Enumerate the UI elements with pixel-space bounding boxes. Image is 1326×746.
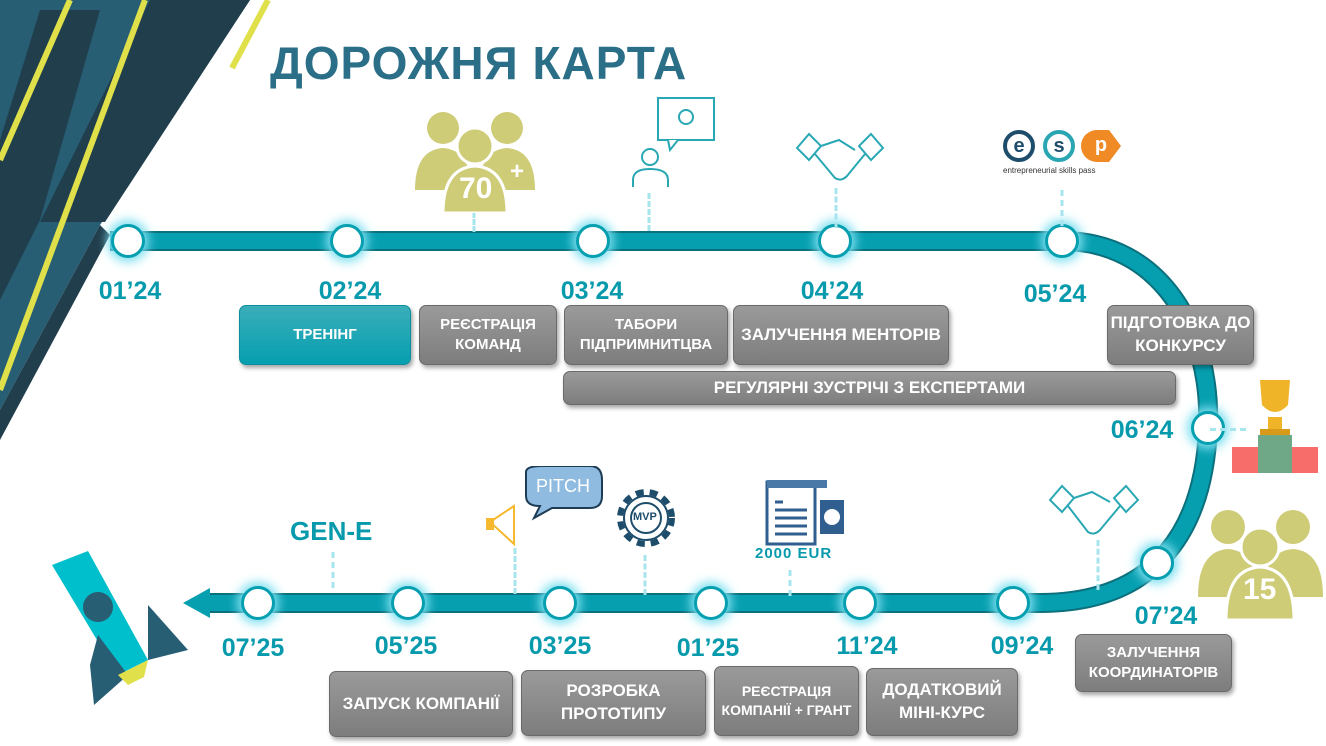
handshake-icon bbox=[1048, 484, 1140, 535]
date-label: 06’24 bbox=[1110, 416, 1174, 444]
connector bbox=[472, 212, 476, 232]
node-11-24 bbox=[843, 586, 877, 620]
connector bbox=[1096, 540, 1100, 590]
connector bbox=[647, 193, 651, 231]
connector bbox=[788, 570, 792, 596]
milestone-training: ТРЕНІНГ bbox=[239, 305, 411, 365]
milestone-camps: ТАБОРИ ПІДПРИМНИТЦВА bbox=[564, 305, 728, 365]
people-count: 15 bbox=[1243, 573, 1277, 606]
connector bbox=[1210, 428, 1246, 431]
connector bbox=[834, 188, 838, 228]
pitch-megaphone-icon: PITCH bbox=[486, 465, 604, 550]
people-15-icon: 15 bbox=[1198, 505, 1323, 622]
milestone-launch: ЗАПУСК КОМПАНІЇ bbox=[329, 671, 513, 737]
date-label: 03’25 bbox=[528, 632, 592, 660]
people-count: 70 bbox=[459, 172, 493, 205]
rocket-icon bbox=[52, 551, 188, 705]
node-01-24 bbox=[111, 224, 145, 258]
milestone-experts: РЕГУЛЯРНІ ЗУСТРІЧІ З ЕКСПЕРТАМИ bbox=[563, 371, 1176, 405]
node-02-24 bbox=[330, 224, 364, 258]
milestone-contest-prep: ПІДГОТОВКА ДО КОНКУРСУ bbox=[1107, 305, 1254, 365]
connector bbox=[331, 552, 335, 588]
date-label: 07’24 bbox=[1134, 602, 1198, 630]
date-label: 07’25 bbox=[221, 634, 285, 662]
node-09-24 bbox=[996, 586, 1030, 620]
handshake-icon bbox=[795, 132, 885, 181]
milestone-mentors: ЗАЛУЧЕННЯ МЕНТОРІВ bbox=[733, 305, 949, 365]
grant-amount: 2000 EUR bbox=[755, 545, 833, 562]
page-title: ДОРОЖНЯ КАРТА bbox=[270, 37, 688, 89]
date-label: 02’24 bbox=[318, 277, 382, 305]
date-label: 11’24 bbox=[836, 632, 898, 660]
date-label: 01’25 bbox=[676, 634, 740, 662]
node-04-24 bbox=[818, 224, 852, 258]
node-07-24 bbox=[1140, 546, 1174, 580]
date-label: 05’24 bbox=[1023, 280, 1087, 308]
esp-logo: e s p entrepreneurial skills pass bbox=[1003, 130, 1128, 180]
node-07-25 bbox=[241, 586, 275, 620]
grant-document-icon bbox=[765, 480, 844, 546]
plus-sign: + bbox=[510, 158, 525, 185]
date-label: 09’24 bbox=[990, 632, 1054, 660]
arrow-head bbox=[183, 588, 210, 618]
mvp-gear-icon: MVP bbox=[610, 480, 682, 556]
milestone-team-registration: РЕЄСТРАЦІЯ КОМАНД bbox=[419, 305, 557, 365]
date-label: 03’24 bbox=[560, 277, 624, 305]
date-label: 01’24 bbox=[98, 277, 162, 305]
people-70-icon: 70 + bbox=[415, 108, 535, 215]
milestone-minicourse: ДОДАТКОВИЙ МІНІ-КУРС bbox=[866, 668, 1018, 736]
milestone-prototype: РОЗРОБКА ПРОТОТИПУ bbox=[521, 670, 706, 736]
milestone-company-registration: РЕЄСТРАЦІЯ КОМПАНІЇ + ГРАНТ bbox=[714, 666, 859, 736]
node-05-24 bbox=[1045, 224, 1079, 258]
idea-person-icon bbox=[632, 97, 715, 187]
node-03-24 bbox=[576, 224, 610, 258]
trophy-podium-icon bbox=[1232, 380, 1318, 473]
date-label: 04’24 bbox=[800, 277, 864, 305]
connector bbox=[643, 555, 647, 595]
gen-e-label: GEN-E bbox=[290, 516, 373, 546]
connector bbox=[513, 548, 517, 594]
node-03-25 bbox=[543, 586, 577, 620]
corner-decoration bbox=[0, 0, 271, 440]
connector bbox=[1060, 190, 1064, 226]
node-05-25 bbox=[391, 586, 425, 620]
milestone-coordinators: ЗАЛУЧЕННЯ КООРДИНАТОРІВ bbox=[1075, 634, 1232, 692]
date-label: 05’25 bbox=[374, 632, 438, 660]
node-01-25 bbox=[694, 586, 728, 620]
